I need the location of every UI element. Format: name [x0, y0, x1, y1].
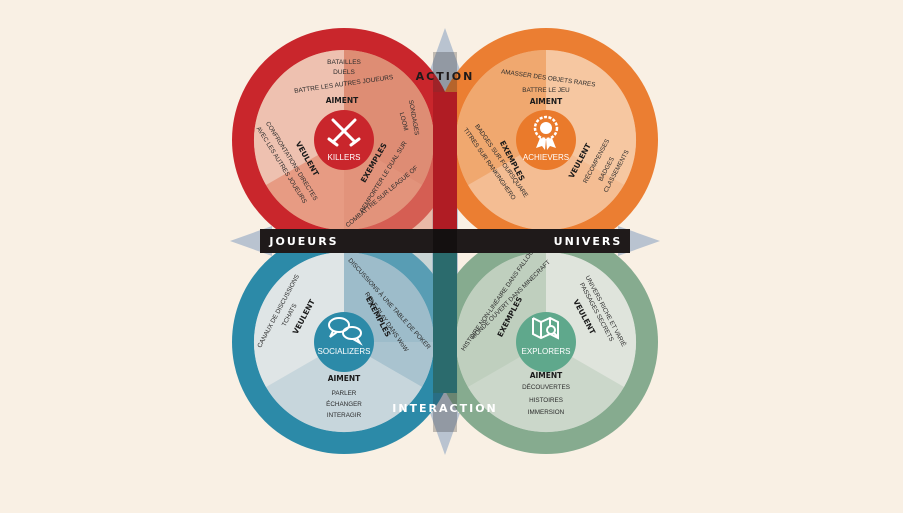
axis-label-univers: UNIVERS — [554, 235, 623, 248]
explorers-aiment-item: HISTOIRES — [529, 397, 563, 404]
explorers-aiment-item: DÉCOUVERTES — [522, 382, 570, 391]
achievers-aiment-heading: AIMENT — [530, 97, 563, 106]
center-band — [260, 52, 630, 432]
crossed-swords-icon — [327, 118, 361, 147]
axis-label-action: ACTION — [416, 70, 475, 83]
killers-label: KILLERS — [328, 153, 361, 162]
killers-aiment-item: DUELS — [333, 69, 355, 76]
socializers-aiment-item: ÉCHANGER — [326, 399, 362, 408]
achievers-label: ACHIEVERS — [523, 153, 569, 162]
map-search-icon — [532, 316, 559, 340]
medal-icon — [533, 115, 559, 150]
chat-bubbles-icon — [328, 317, 363, 346]
achievers-aiment-item: BATTRE LE JEU — [522, 87, 570, 94]
achievers-quadrant — [434, 28, 658, 252]
socializers-quadrant — [232, 230, 456, 454]
explorers-quadrant — [434, 230, 658, 454]
axis-label-interaction: INTERACTION — [392, 402, 498, 415]
explorers-aiment-heading: AIMENT — [530, 371, 563, 380]
socializers-aiment-heading: AIMENT — [328, 374, 361, 383]
axis-label-joueurs: JOUEURS — [268, 235, 338, 248]
explorers-label: EXPLORERS — [522, 347, 571, 356]
killers-aiment-heading: AIMENT — [326, 96, 359, 105]
socializers-aiment-item: PARLER — [332, 390, 357, 397]
socializers-label: SOCIALIZERS — [318, 347, 371, 356]
killers-aiment-item: BATAILLES — [327, 59, 361, 66]
explorers-aiment-item: IMMERSION — [528, 409, 565, 416]
socializers-aiment-item: INTERAGIR — [327, 412, 362, 419]
killers-exemples-item: LOOM — [398, 112, 410, 132]
